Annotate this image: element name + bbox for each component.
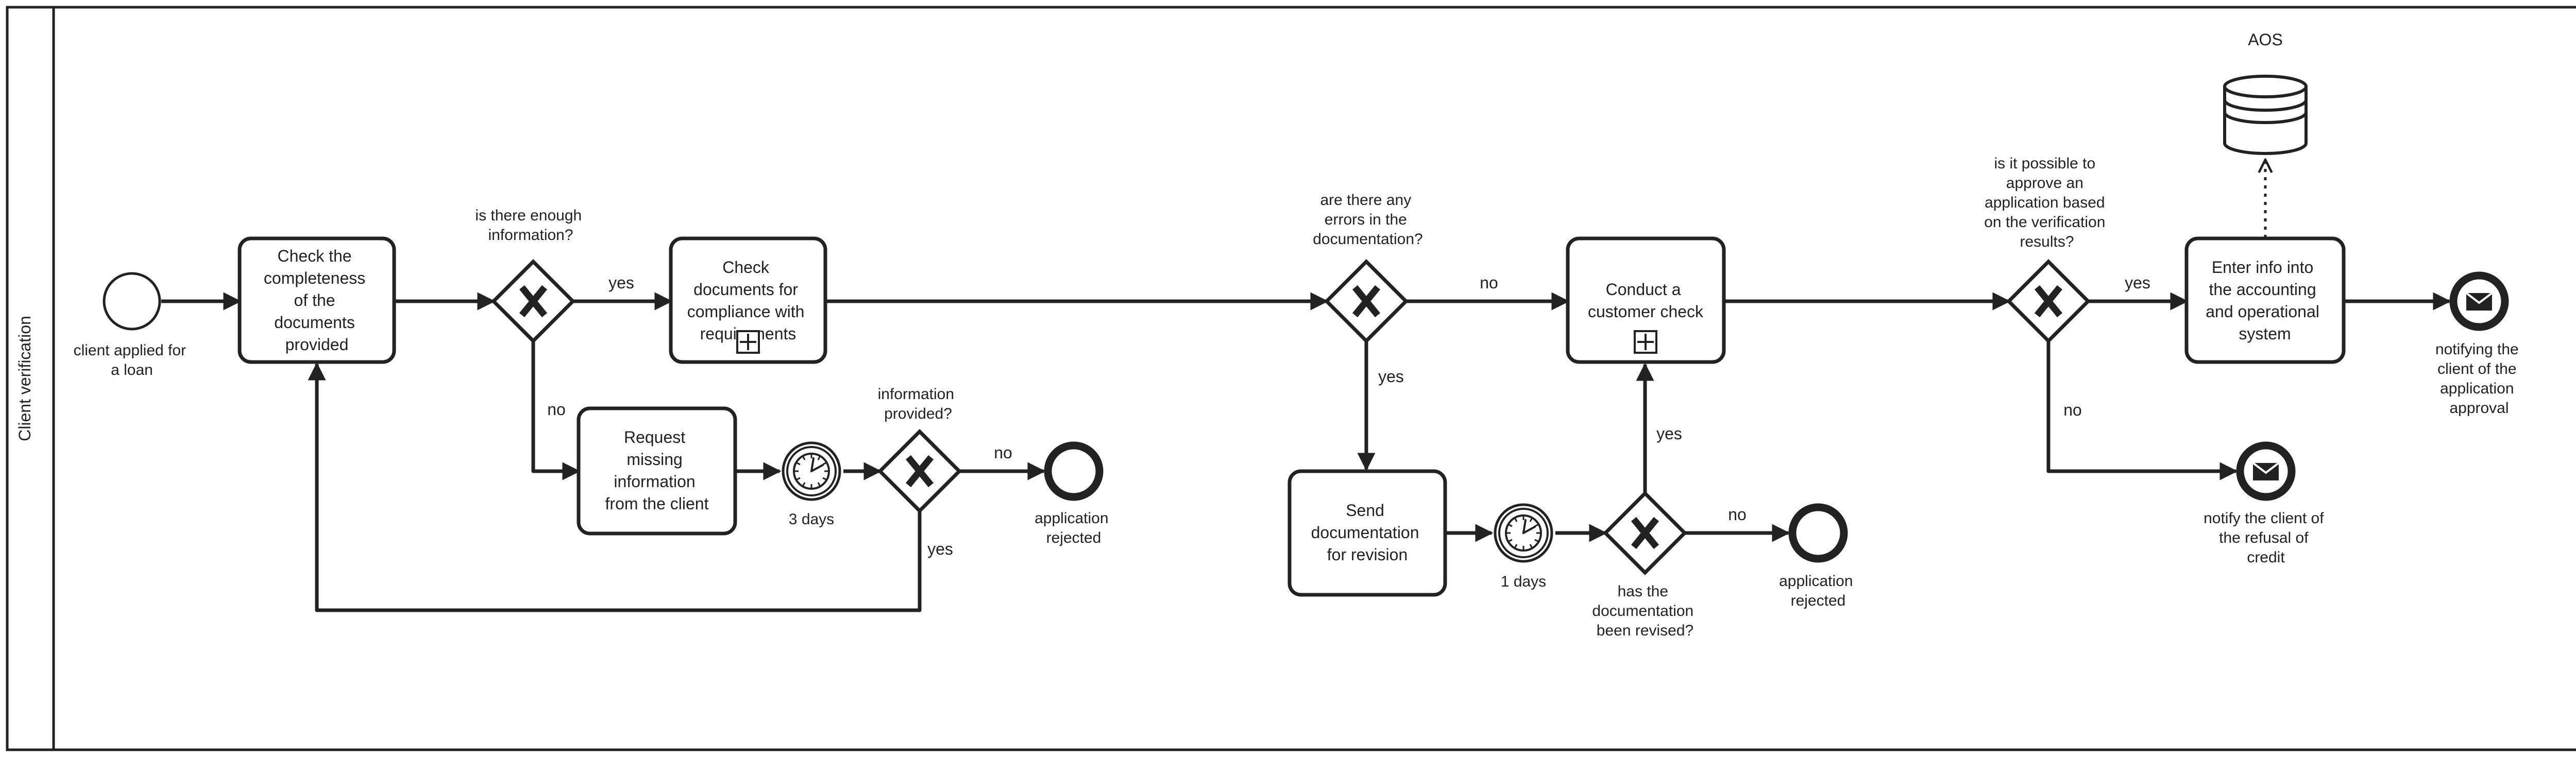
task-label: Conduct a customer check (1588, 280, 1704, 321)
flow-label-g5-no: no (2063, 401, 2082, 419)
plus-square-icon[interactable] (736, 330, 760, 354)
gateway-documentation-revised[interactable]: has the documentation been revised? (1592, 491, 1698, 639)
task-box (1566, 236, 1726, 364)
gateway-label: has the documentation been revised? (1592, 583, 1698, 639)
end-event-label: application rejected (1035, 510, 1113, 546)
timer-label: 1 days (1501, 573, 1546, 590)
task-box (2184, 236, 2346, 364)
task-box (577, 406, 737, 536)
task-label: Check the completeness of the documents … (264, 247, 370, 354)
flow-label-g5-yes: yes (2125, 273, 2150, 292)
flow-labels: yes no no yes no yes yes no yes no (547, 273, 2150, 558)
subprocess-conduct-customer-check[interactable]: Conduct a customer check (1566, 236, 1726, 364)
clock-icon (793, 453, 830, 490)
x-icon (2034, 285, 2063, 318)
task-label: Enter info into the accounting and opera… (2206, 258, 2324, 343)
flow-label-g2-yes: yes (927, 540, 953, 558)
end-event-circle (1044, 441, 1104, 501)
end-event-label: application rejected (1779, 573, 1857, 609)
gateway-label: are there any errors in the documentatio… (1313, 192, 1423, 248)
end-event-notify-refusal[interactable]: notify the client of the refusal of cred… (2204, 441, 2328, 566)
task-send-documentation-for-revision[interactable]: Send documentation for revision (1287, 469, 1447, 597)
task-request-missing-information[interactable]: Request missing information from the cli… (577, 406, 737, 536)
task-box (1287, 469, 1447, 597)
database-icon (2223, 75, 2308, 155)
gateway-possible-to-approve[interactable]: is it possible to approve an application… (1984, 155, 2109, 343)
gateway-label: is it possible to approve an application… (1984, 155, 2109, 250)
task-label: Request missing information from the cli… (605, 428, 709, 513)
pool-label: Client verification (15, 316, 34, 441)
end-event-circle (1788, 503, 1848, 563)
timer-label: 3 days (789, 511, 834, 528)
start-event-label: client applied for a loan (74, 342, 191, 378)
gateway-enough-information[interactable]: is there enough information? (475, 207, 586, 343)
pool-border (6, 6, 2576, 751)
gateway-label: is there enough information? (475, 207, 586, 244)
timer-event-1-days[interactable]: 1 days (1494, 503, 1553, 590)
pool[interactable]: Client verification (6, 6, 2576, 751)
timer-event-3-days[interactable]: 3 days (782, 441, 841, 528)
subprocess-check-compliance[interactable]: Check documents for compliance with requ… (669, 236, 827, 364)
flow-label-g4-yes: yes (1656, 424, 1682, 443)
x-icon (519, 285, 548, 318)
end-event-label: notifying the client of the application … (2435, 341, 2523, 417)
task-box (669, 236, 827, 364)
task-enter-info-into-system[interactable]: Enter info into the accounting and opera… (2184, 236, 2346, 364)
x-icon (1352, 285, 1381, 318)
start-event-circle (103, 272, 161, 331)
gateway-information-provided[interactable]: information provided? (877, 386, 962, 513)
envelope-icon (2465, 292, 2493, 311)
flow-g5-no[interactable] (2046, 341, 2238, 480)
task-check-completeness[interactable]: Check the completeness of the documents … (238, 236, 396, 364)
clock-icon (1505, 514, 1542, 552)
flow-label-g1-no: no (547, 400, 566, 419)
x-icon (905, 455, 934, 488)
plus-square-icon[interactable] (1634, 330, 1657, 354)
flow-label-g4-no: no (1728, 505, 1747, 524)
datastore-aos[interactable]: AOS (2223, 30, 2308, 155)
end-event-notify-approval[interactable]: notifying the client of the application … (2435, 271, 2523, 417)
task-box (238, 236, 396, 364)
envelope-icon (2252, 462, 2280, 480)
flow-g1-no[interactable] (531, 341, 581, 480)
datastore-label: AOS (2248, 30, 2283, 49)
task-label: Send documentation for revision (1311, 501, 1424, 564)
flow-label-g3-yes: yes (1378, 367, 1404, 386)
end-event-application-rejected-1[interactable]: application rejected (1035, 441, 1113, 546)
flow-label-g2-no: no (994, 443, 1012, 462)
sequence-flows (161, 160, 2451, 612)
gateway-label: information provided? (878, 386, 959, 422)
end-event-application-rejected-2[interactable]: application rejected (1779, 503, 1857, 609)
gateway-errors-in-documentation[interactable]: are there any errors in the documentatio… (1313, 192, 1423, 343)
flow-label-g1-yes: yes (608, 273, 634, 292)
end-event-label: notify the client of the refusal of cred… (2204, 510, 2328, 566)
flow-label-g3-no: no (1480, 273, 1498, 292)
start-event[interactable]: client applied for a loan (74, 272, 191, 378)
flow-g2-yes-loop[interactable] (308, 362, 922, 612)
x-icon (1631, 517, 1659, 549)
